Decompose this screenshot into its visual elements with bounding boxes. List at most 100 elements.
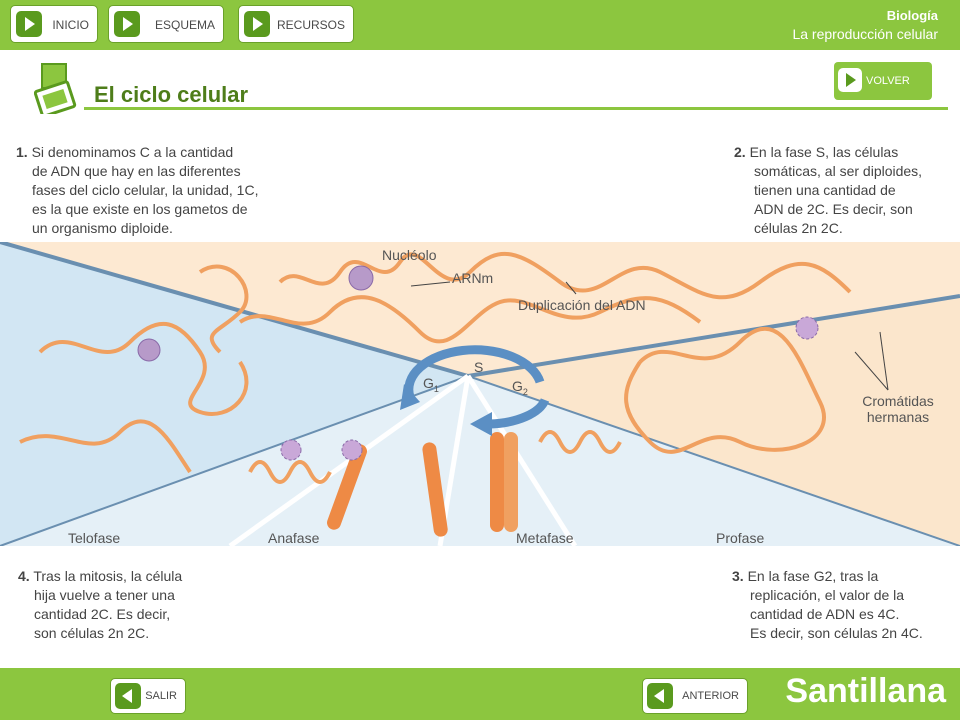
note-line: de ADN que hay en las diferentes [32, 163, 241, 179]
nucleolus [280, 439, 302, 461]
chromatin-thread [38, 322, 249, 416]
phase-profase: Profase [716, 530, 765, 546]
note-line: es la que existe en los gametos de [32, 201, 248, 217]
note-number: 3. [732, 568, 744, 584]
nucleolus [348, 265, 374, 291]
nucleolus [137, 338, 161, 362]
note-line: son células 2n 2C. [34, 625, 150, 641]
phase-anafase: Anafase [268, 530, 320, 546]
label-g1: G1 [423, 375, 439, 394]
chromatin-thread [538, 430, 622, 454]
chromatin-thread [624, 326, 826, 454]
cell-cycle-diagram [0, 242, 960, 546]
divider-line [0, 242, 469, 378]
leader-line [410, 281, 451, 287]
back-arrow-icon [115, 683, 141, 709]
subject-header: Biología La reproducción celular [792, 6, 938, 44]
inicio-button[interactable]: INICIO [10, 5, 98, 43]
divider-line [467, 375, 960, 546]
note-line: hija vuelve a tener una [34, 587, 175, 603]
note-line: tienen una cantidad de [754, 182, 896, 198]
back-arrow-icon [647, 683, 673, 709]
chromosome [327, 444, 367, 530]
note-line: replicación, el valor de la [750, 587, 905, 603]
play-icon [244, 11, 270, 37]
nucleolus [341, 439, 363, 461]
chromatin-thread [19, 419, 192, 474]
chromatin-thread [248, 460, 332, 484]
label-g2: G2 [512, 378, 528, 397]
play-icon [838, 68, 862, 92]
note-line: cantidad de ADN es 4C. [750, 606, 900, 622]
telophase-region [0, 242, 468, 546]
g2-subscript: 2 [522, 386, 528, 397]
arrow-head [400, 384, 420, 410]
g1-subscript: 1 [433, 383, 439, 394]
checkbox-logo-icon [34, 63, 77, 114]
note-line: Es decir, son células 2n 4C. [750, 625, 923, 641]
label-cromatidas: Cromátidas hermanas [858, 393, 938, 425]
arrow-head [470, 412, 492, 436]
divider-line [0, 375, 469, 546]
title-underline [84, 107, 948, 110]
leader-line [565, 281, 577, 295]
note-number: 2. [734, 144, 746, 160]
volver-button[interactable]: VOLVER [834, 62, 932, 100]
note-line: somáticas, al ser diploides, [754, 163, 923, 179]
g1-letter: G [423, 375, 434, 391]
cycle-arrow-top [404, 345, 545, 399]
mitosis-region [0, 376, 960, 546]
recursos-label: RECURSOS [276, 18, 345, 32]
leader-line [879, 331, 889, 391]
label-duplicacion: Duplicación del ADN [518, 297, 646, 313]
note-line: fases del ciclo celular, la unidad, 1C, [32, 182, 259, 198]
divider-line [467, 294, 960, 378]
label-arnm: ARNm [452, 270, 494, 286]
note-line: En la fase G2, tras la [747, 568, 879, 584]
leader-line [854, 351, 889, 391]
note-number: 1. [16, 144, 28, 160]
chromatin-thread [238, 295, 702, 344]
play-icon [114, 11, 140, 37]
note-3: 3. En la fase G2, tras la replicación, e… [732, 567, 923, 643]
cromatidas-line: hermanas [866, 409, 930, 425]
unit-name: La reproducción celular [792, 26, 938, 42]
chromatin-thread [278, 252, 852, 300]
note-line: ADN de 2C. Es decir, son [754, 201, 913, 217]
chromosome [504, 432, 518, 532]
note-line: Tras la mitosis, la célula [33, 568, 183, 584]
note-1: 1. Si denominamos C a la cantidad de ADN… [16, 143, 258, 238]
esquema-button[interactable]: ESQUEMA [108, 5, 224, 43]
salir-label: SALIR [145, 690, 177, 702]
note-line: En la fase S, las células [749, 144, 899, 160]
g2-letter: G [512, 378, 523, 394]
note-line: Si denominamos C a la cantidad [31, 144, 234, 160]
chromosome [490, 432, 504, 532]
cycle-arrow-bottom [489, 397, 550, 429]
play-icon [16, 11, 42, 37]
label-nucleolo: Nucléolo [382, 247, 437, 263]
note-2: 2. En la fase S, las células somáticas, … [734, 143, 922, 238]
label-s: S [474, 359, 484, 375]
nucleolus [795, 316, 819, 340]
brand-logo: Santillana [785, 672, 946, 710]
page-title: El ciclo celular [94, 82, 249, 107]
esquema-label: ESQUEMA [154, 18, 215, 32]
note-line: un organismo diploide. [32, 220, 173, 236]
chromosome [422, 442, 448, 537]
anterior-button[interactable]: ANTERIOR [642, 678, 748, 714]
phase-metafase: Metafase [516, 530, 574, 546]
prophase-region [468, 296, 960, 546]
note-line: cantidad 2C. Es decir, [34, 606, 171, 622]
recursos-button[interactable]: RECURSOS [238, 5, 354, 43]
note-line: células 2n 2C. [754, 220, 843, 236]
note-number: 4. [18, 568, 30, 584]
volver-label: VOLVER [866, 75, 910, 87]
chromatin-thread [198, 264, 249, 354]
inicio-label: INICIO [52, 18, 89, 32]
phase-telofase: Telofase [68, 530, 121, 546]
divider-line [228, 373, 470, 546]
subject-name: Biología [886, 8, 938, 23]
cromatidas-line: Cromátidas [862, 393, 934, 409]
salir-button[interactable]: SALIR [110, 678, 186, 714]
